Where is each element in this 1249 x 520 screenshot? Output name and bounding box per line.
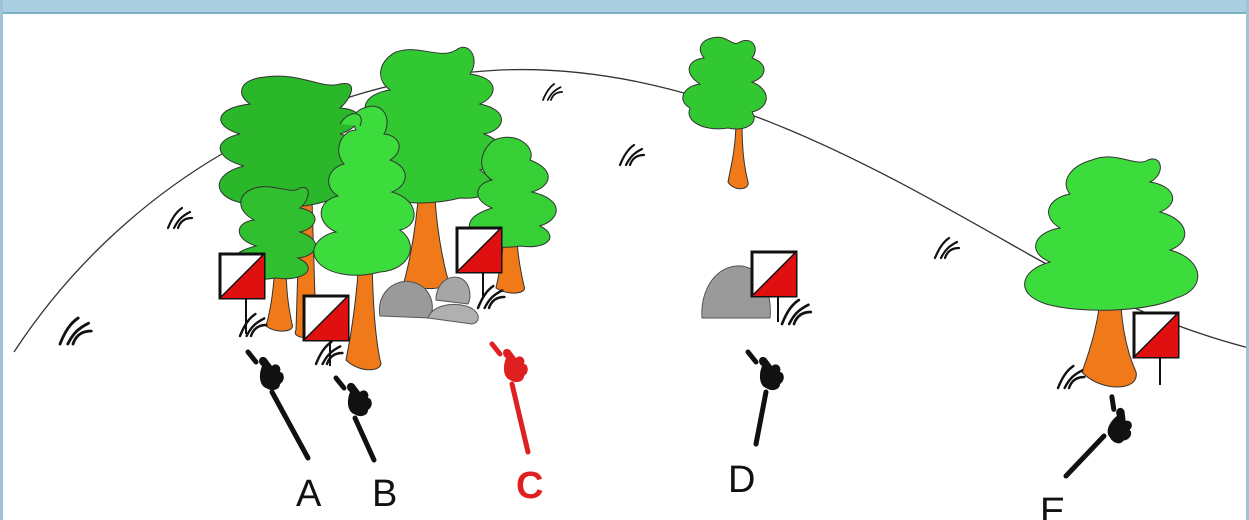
pointer-d [748,352,784,447]
grass-tuft-icon [933,236,961,260]
pointer-a [248,352,311,461]
pointer-c [489,341,531,455]
grass-tuft-icon [58,316,93,346]
pointing-hand-icon [248,352,284,390]
grass-tuft-icon [542,83,564,101]
grass-tuft-icon [780,298,813,326]
label-d: D [728,459,755,501]
orienteering-control-flag-icon [1132,311,1180,385]
orienteering-control-flag-icon [455,226,503,298]
grass-tuft-icon [618,143,646,167]
label-c: C [516,465,543,507]
pointer-e [1063,397,1143,479]
pointing-hand-icon [748,352,784,390]
pointer-b [336,378,377,463]
forest-cluster [218,47,557,371]
grass-tuft-icon [1056,364,1086,390]
label-e: E [1040,491,1065,520]
label-a: A [296,473,322,515]
orienteering-control-flag-icon [750,250,798,322]
label-b: B [372,473,397,515]
pointing-hand-icon [489,341,528,383]
orienteering-control-flag-icon [302,294,350,366]
tree-right [1024,156,1199,388]
pointing-hand-icon [336,378,372,416]
orienteering-control-flag-icon [218,252,266,334]
tree-hilltop [682,36,767,190]
grass-tuft-icon [166,206,194,230]
grass-tuft-icon [238,312,268,338]
window-top-bar [0,0,1249,14]
